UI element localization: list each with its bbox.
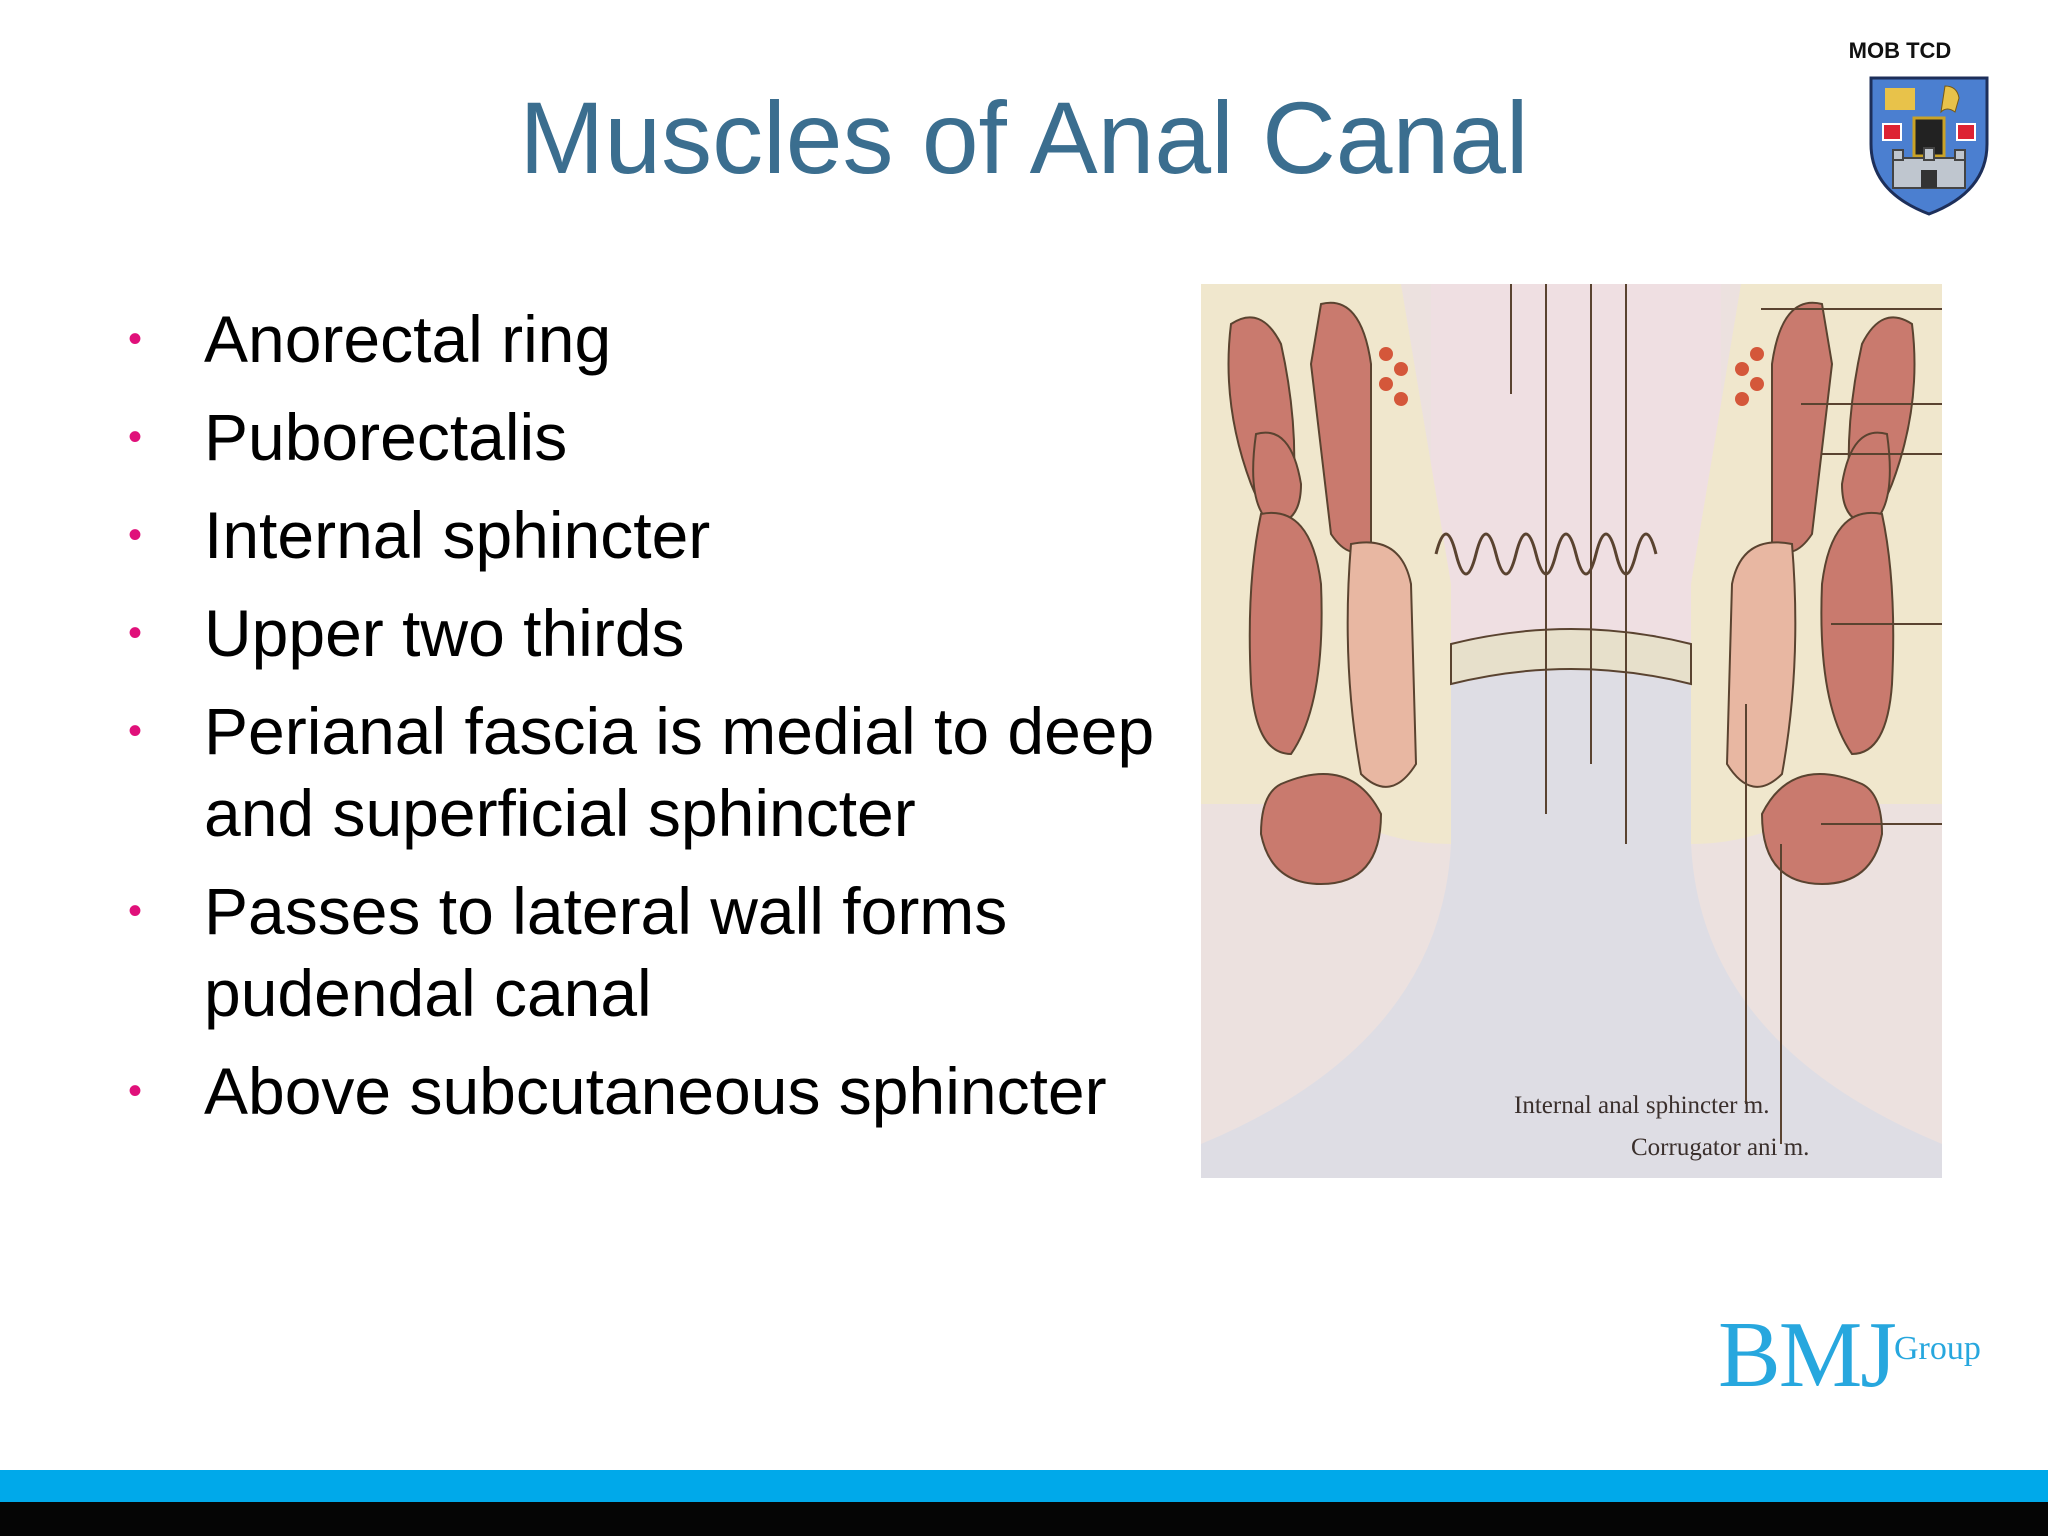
header-label: MOB TCD (1848, 38, 1952, 63)
page-title: Muscles of Anal Canal (519, 81, 1529, 195)
bullet-text: Anorectal ring (204, 302, 612, 376)
figure-label-corrugator: Corrugator ani m. (1631, 1134, 1810, 1161)
university-crest-icon (1867, 74, 1991, 218)
bmj-group-logo: BMJ Group (1718, 1300, 1998, 1430)
bullet-icon: • (128, 889, 143, 933)
bullet-text: Internal sphincter (204, 498, 711, 572)
bullet-text: Puborectalis (204, 400, 568, 474)
footer-bar-black (0, 1502, 2048, 1536)
bullet-icon: • (128, 709, 143, 753)
bullet-icon: • (128, 1069, 143, 1113)
list-item: • Anorectal ring (120, 298, 1160, 380)
list-item: • Upper two thirds (120, 592, 1160, 674)
list-item: • Perianal fascia is medial to deep and s… (120, 690, 1160, 854)
list-item: • Internal sphincter (120, 494, 1160, 576)
bullet-icon: • (128, 415, 143, 459)
bullet-text: Perianal fascia is medial to deep and su… (204, 694, 1155, 850)
anatomy-illustration: Internal anal sphincter m. Corrugator an… (1201, 284, 1942, 1178)
logo-main-text: BMJ (1718, 1303, 1897, 1407)
list-item: • Above subcutaneous sphincter (120, 1050, 1160, 1132)
bullet-icon: • (128, 611, 143, 655)
list-item: • Puborectalis (120, 396, 1160, 478)
list-item: • Passes to lateral wall forms pudendal c… (120, 870, 1160, 1034)
bullet-text: Passes to lateral wall forms pudendal ca… (204, 874, 1008, 1030)
bullet-icon: • (128, 513, 143, 557)
bullet-text: Above subcutaneous sphincter (204, 1054, 1107, 1128)
bullet-icon: • (128, 317, 143, 361)
footer-bar-blue (0, 1470, 2048, 1502)
logo-sub-text: Group (1894, 1330, 1981, 1367)
bullet-text: Upper two thirds (204, 596, 685, 670)
bullet-list: • Anorectal ring • Puborectalis • Internal … (120, 298, 1160, 1148)
figure-label-internal-sphincter: Internal anal sphincter m. (1514, 1092, 1770, 1119)
